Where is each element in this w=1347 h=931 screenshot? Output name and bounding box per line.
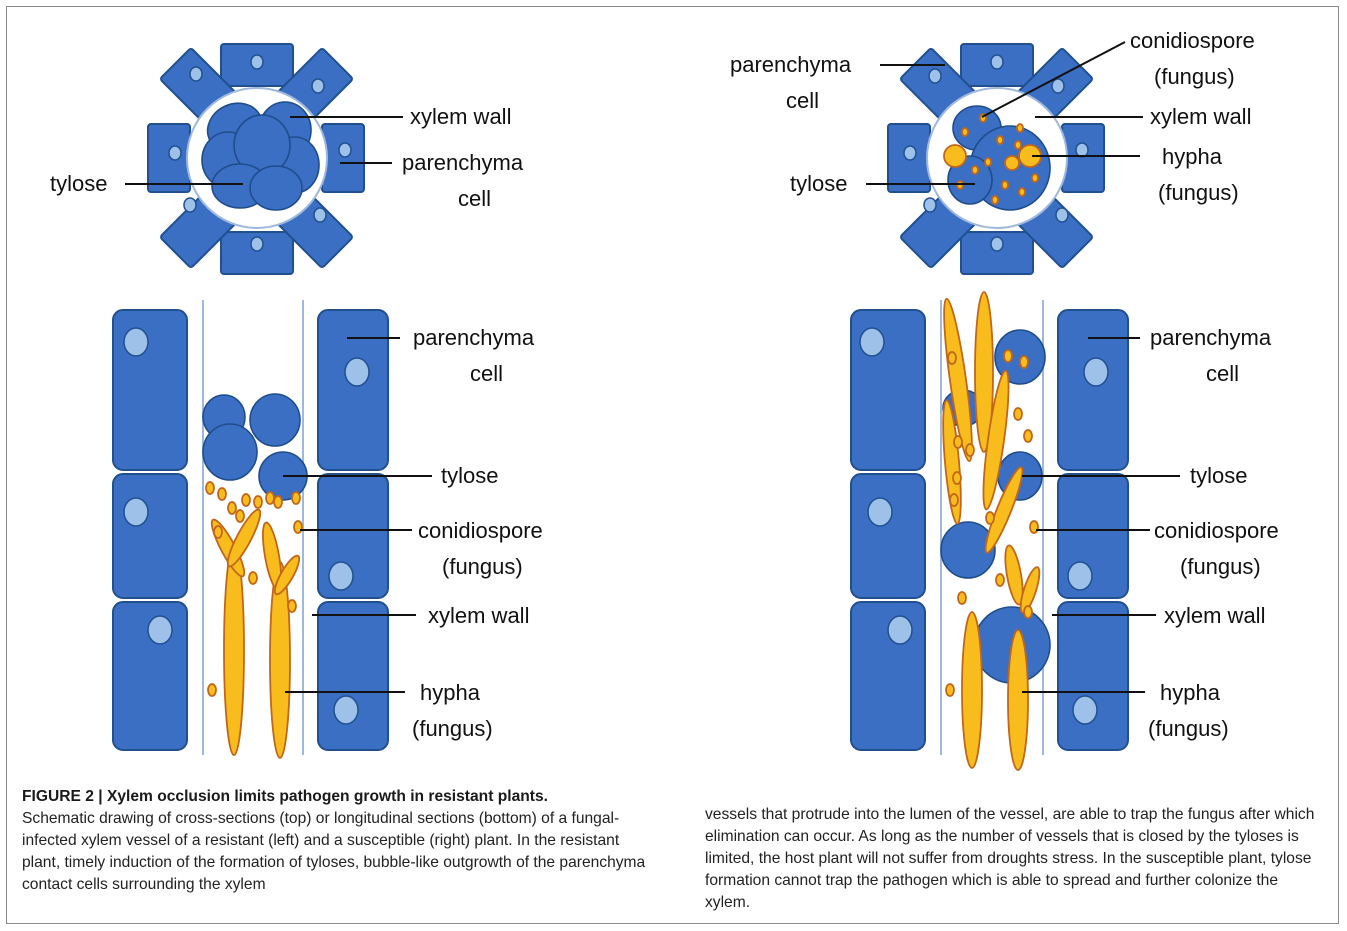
label-parenchyma-cell-left-bottom: cell bbox=[470, 361, 503, 386]
label-xylem-wall-right-bottom: xylem wall bbox=[1164, 603, 1265, 628]
label-hypha-fungus-right-top: (fungus) bbox=[1158, 180, 1239, 205]
label-hypha-right-top: hypha bbox=[1162, 144, 1223, 169]
caption-heading: FIGURE 2 | Xylem occlusion limits pathog… bbox=[22, 788, 548, 805]
label-xylem-wall-left-bottom: xylem wall bbox=[428, 603, 529, 628]
label-parenchyma-cell-right-top: cell bbox=[786, 88, 819, 113]
figure-caption: FIGURE 2 | Xylem occlusion limits pathog… bbox=[22, 786, 1322, 921]
label-tylose-left-bottom: tylose bbox=[441, 463, 498, 488]
label-parenchyma-right-top: parenchyma bbox=[730, 52, 852, 77]
label-parenchyma-cell-left-top: cell bbox=[458, 186, 491, 211]
caption-left-column: FIGURE 2 | Xylem occlusion limits pathog… bbox=[22, 786, 650, 896]
label-hypha-left: hypha bbox=[420, 680, 481, 705]
caption-left-text: Schematic drawing of cross-sections (top… bbox=[22, 810, 645, 893]
label-conidiospore-right: conidiospore bbox=[1154, 518, 1279, 543]
label-xylem-wall-right-top: xylem wall bbox=[1150, 104, 1251, 129]
label-conidiospore-right-top: conidiospore bbox=[1130, 28, 1255, 53]
label-hypha-right: hypha bbox=[1160, 680, 1221, 705]
caption-right-column: vessels that protrude into the lumen of … bbox=[705, 804, 1317, 914]
label-conidiospore-fungus-left: (fungus) bbox=[442, 554, 523, 579]
label-tylose-right-top: tylose bbox=[790, 171, 847, 196]
label-parenchyma-left-top: parenchyma bbox=[402, 150, 524, 175]
label-parenchyma-right-bottom: parenchyma bbox=[1150, 325, 1272, 350]
label-hypha-fungus-right: (fungus) bbox=[1148, 716, 1229, 741]
left-hyphae bbox=[207, 506, 303, 758]
label-conidiospore-left: conidiospore bbox=[418, 518, 543, 543]
label-tylose-right-bottom: tylose bbox=[1190, 463, 1247, 488]
label-parenchyma-cell-right-bottom: cell bbox=[1206, 361, 1239, 386]
caption-right-text: vessels that protrude into the lumen of … bbox=[705, 806, 1314, 911]
label-conidiospore-fungus-right: (fungus) bbox=[1180, 554, 1261, 579]
label-xylem-wall-left-top: xylem wall bbox=[410, 104, 511, 129]
left-tyloses-long bbox=[203, 394, 307, 500]
label-conidiospore-fungus-right-top: (fungus) bbox=[1154, 64, 1235, 89]
label-parenchyma-left-bottom: parenchyma bbox=[413, 325, 535, 350]
left-cross-section bbox=[148, 44, 364, 274]
label-tylose-left-top: tylose bbox=[50, 171, 107, 196]
xylem-occlusion-diagram: xylem wall parenchyma cell tylose parenc… bbox=[0, 0, 1347, 780]
right-long-parenchyma-column-left bbox=[851, 310, 925, 750]
label-hypha-fungus-left: (fungus) bbox=[412, 716, 493, 741]
right-cross-section bbox=[888, 44, 1104, 274]
left-long-parenchyma-column-left bbox=[113, 310, 187, 750]
